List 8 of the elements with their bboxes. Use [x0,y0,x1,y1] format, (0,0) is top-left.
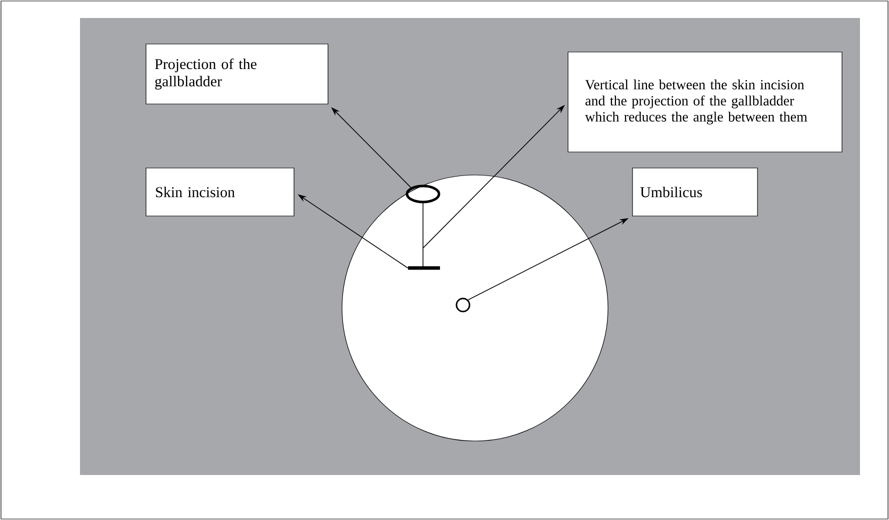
gallbladder-ellipse [406,184,440,204]
vertical-line [422,202,424,268]
label-box: Projection of the gallbladder [146,44,328,104]
label-box: Vertical line between the skin incision and the projection of the gallbladder which reduces the angle between them [568,52,842,152]
label-box: Umbilicus [632,168,758,216]
label-box: Skin incision [146,168,294,216]
umbilicus-circle [456,298,470,312]
incision-bar [408,266,440,270]
